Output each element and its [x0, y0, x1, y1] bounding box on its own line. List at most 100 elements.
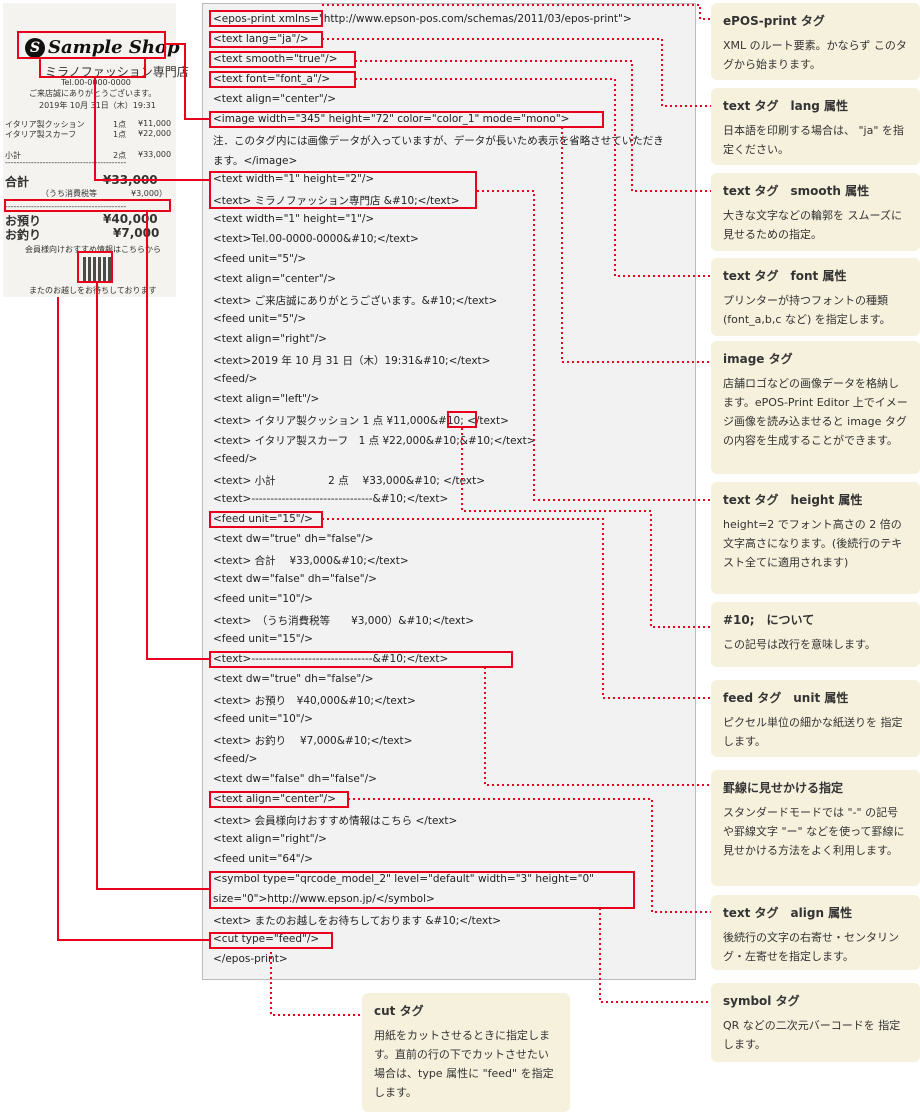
code-line: <feed unit="10"/>	[213, 713, 313, 725]
solid-connector	[96, 282, 210, 890]
code-line: <text align="center"/>	[213, 93, 337, 105]
annotation-body: 後続行の文字の右寄せ・センタリング・左寄せを指定します。	[723, 931, 899, 963]
annotation-note: text タグ font 属性プリンターが持つフォントの種類 (font_a,b…	[711, 258, 920, 336]
annotation-title: #10; について	[723, 613, 815, 627]
code-line: <feed/>	[213, 373, 258, 385]
receipt-item-name: イタリア製スカーフ	[5, 130, 77, 139]
annotation-body: 用紙をカットさせるときに指定します。直前の行の下でカットさせたい場合は、type…	[374, 1029, 554, 1099]
highlight-box	[209, 111, 604, 128]
code-line: <text align="center"/>	[213, 793, 337, 805]
annotation-body: XML のルート要素。かならず このタグから始まります。	[723, 39, 907, 71]
code-line: <text> ご来店誠にありがとうございます。&#10;</text>	[213, 295, 498, 307]
dotted-connector	[322, 518, 711, 699]
highlight-box	[39, 57, 146, 78]
dotted-connector	[270, 947, 362, 1016]
highlight-box	[447, 411, 477, 428]
code-line: <feed/>	[213, 753, 258, 765]
annotation-body: プリンターが持つフォントの種類 (font_a,b,c など) を指定します。	[723, 294, 891, 326]
receipt-paid-price: ¥40,000	[103, 212, 158, 226]
code-line: <feed/>	[213, 453, 258, 465]
annotation-note: feed タグ unit 属性ピクセル単位の細かな紙送りを 指定します。	[711, 680, 920, 757]
code-line: <text align="right"/>	[213, 333, 327, 345]
annotation-body: 大きな文字などの輪郭を スムーズに見せるための指定。	[723, 209, 902, 241]
code-line: <text> イタリア製クッション 1 点 ¥11,000&#10; </tex…	[213, 415, 509, 427]
code-line: <feed unit="64"/>	[213, 853, 313, 865]
dotted-connector	[599, 908, 711, 1003]
receipt-item-price: ¥11,000	[138, 119, 172, 128]
code-line: <text font="font_a"/>	[213, 73, 331, 85]
highlight-box	[209, 10, 323, 27]
highlight-box	[209, 791, 349, 808]
receipt-subtotal-label: 小計	[5, 151, 21, 160]
receipt-tax-label: （うち消費税等	[41, 189, 97, 198]
dotted-connector	[355, 60, 711, 192]
code-line: <text> 小計 2 点 ¥33,000&#10; </text>	[213, 475, 486, 487]
highlight-box	[209, 71, 356, 88]
receipt-item-name: イタリア製クッション	[5, 120, 85, 129]
highlight-box	[209, 51, 356, 68]
receipt-thanks: ご来店誠にありがとうございます。	[29, 89, 157, 98]
highlight-box	[209, 932, 333, 949]
receipt-item-price: ¥22,000	[138, 129, 172, 138]
code-line: 注．このタグ内には画像データが入っていますが、データが長いため表示を省略させてい…	[213, 135, 664, 147]
receipt-divider: ----------------------------------------…	[5, 158, 127, 167]
annotation-note: 罫線に見せかける指定スタンダードモードでは "-" の記号や罫線文字 "ー" な…	[711, 770, 920, 886]
highlight-box	[77, 251, 113, 283]
annotation-title: feed タグ unit 属性	[723, 691, 849, 705]
code-line: <text width="1" height="1"/>	[213, 213, 375, 225]
annotation-title: symbol タグ	[723, 994, 800, 1008]
code-line: <text dw="true" dh="false"/>	[213, 673, 374, 685]
receipt-date: 2019年 10月 31日（木）19:31	[39, 101, 156, 110]
code-line: <text> お釣り ¥7,000&#10;</text>	[213, 735, 413, 747]
code-line: <epos-print xmlns="http://www.epson-pos.…	[213, 13, 632, 25]
code-line: <text> お預り ¥40,000&#10;</text>	[213, 695, 416, 707]
code-line: <text width="1" height="2"/>	[213, 173, 375, 185]
annotation-title: 罫線に見せかける指定	[723, 781, 844, 795]
receipt-total-label: 合計	[5, 175, 30, 189]
annotation-note: text タグ lang 属性日本語を印刷する場合は、 "ja" を指定ください…	[711, 88, 920, 165]
code-line: ます。</image>	[213, 155, 298, 167]
code-line: <text> （うち消費税等 ¥3,000）&#10;</text>	[213, 615, 475, 627]
dotted-connector	[322, 4, 711, 20]
code-line: <text align="center"/>	[213, 273, 337, 285]
solid-connector	[57, 297, 210, 941]
code-line: <text>--------------------------------&#…	[213, 653, 449, 665]
dotted-connector	[484, 667, 711, 786]
code-line: <text dw="false" dh="false"/>	[213, 573, 377, 585]
annotation-title: text タグ lang 属性	[723, 99, 849, 113]
receipt-item-qty: 1点	[113, 130, 127, 139]
annotation-note: #10; についてこの記号は改行を意味します。	[711, 602, 920, 667]
code-line: <text> ミラノファッション専門店 &#10;</text>	[213, 195, 460, 207]
highlight-box	[209, 31, 323, 48]
receipt-farewell: またのお越しをお待ちしております	[29, 286, 157, 295]
annotation-body: ピクセル単位の細かな紙送りを 指定します。	[723, 716, 903, 748]
code-line: <text smooth="true"/>	[213, 53, 338, 65]
code-line: <feed unit="15"/>	[213, 633, 313, 645]
highlight-box	[209, 511, 323, 528]
receipt-subtotal-price: ¥33,000	[138, 150, 172, 159]
code-line: <text align="left"/>	[213, 393, 320, 405]
code-line: <text>Tel.00-0000-0000&#10;</text>	[213, 233, 419, 245]
solid-connector	[94, 77, 210, 181]
solid-connector	[146, 211, 210, 660]
dotted-connector	[461, 428, 711, 628]
code-line: <text> またのお越しをお待ちしております &#10;</text>	[213, 915, 502, 927]
receipt-tax-price: ¥3,000）	[131, 189, 167, 198]
annotation-body: この記号は改行を意味します。	[723, 638, 876, 651]
annotation-body: スタンダードモードでは "-" の記号や罫線文字 "ー" などを使って罫線に見せ…	[723, 806, 905, 857]
code-line: <feed unit="5"/>	[213, 253, 307, 265]
receipt-subtotal-qty: 2点	[113, 151, 127, 160]
annotation-note: cut タグ用紙をカットさせるときに指定します。直前の行の下でカットさせたい場合…	[362, 993, 570, 1112]
annotation-title: text タグ align 属性	[723, 906, 853, 920]
annotation-title: text タグ font 属性	[723, 269, 847, 283]
code-line: <text dw="true" dh="false"/>	[213, 533, 374, 545]
receipt-member-info: 会員様向けおすすめ情報はこちらから	[25, 245, 161, 254]
annotation-note: text タグ align 属性後続行の文字の右寄せ・センタリング・左寄せを指定…	[711, 895, 920, 970]
code-line: <cut type="feed"/>	[213, 933, 320, 945]
code-line: </epos-print>	[213, 953, 288, 965]
receipt-paid-label: お預り	[5, 214, 42, 228]
highlight-box	[209, 651, 513, 668]
